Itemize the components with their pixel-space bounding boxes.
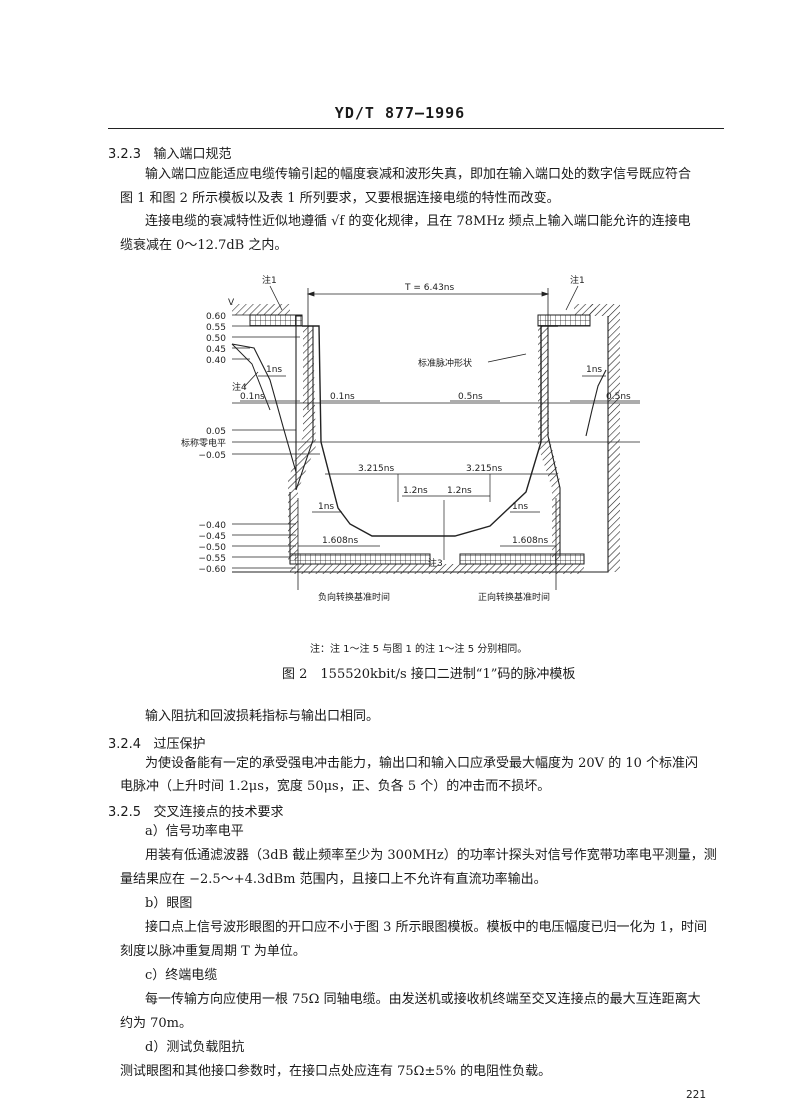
section-title: 过压保护	[153, 737, 206, 752]
negative-transition-reference-label: 负向转换基准时间	[318, 591, 390, 603]
period-label: T = 6.43ns	[404, 283, 455, 293]
y-tick-0.50: 0.50	[206, 334, 226, 344]
y-tick-0.60: 0.60	[206, 312, 226, 322]
time-1.608ns-left: 1.608ns	[322, 536, 358, 546]
time-1ns-lower-right: 1ns	[512, 502, 528, 512]
figure-annotations: 注1 注1 T = 6.43ns 标准脉冲形状 注4 注3 1ns 1ns 1n…	[232, 274, 631, 603]
paragraph-line: 为使设备能有一定的承受强电冲击能力，输出口和输入口应承受最大幅度为 20V 的 …	[145, 756, 699, 771]
y-axis-labels: V 0.60 0.55 0.50 0.45 0.40 0.05 标称零电平 −0…	[181, 298, 235, 575]
time-1ns-upper-left: 1ns	[266, 365, 282, 375]
section-number: 3.2.4	[108, 737, 142, 752]
section-number: 3.2.5	[108, 805, 142, 820]
note3-label: 注3	[428, 557, 443, 569]
paragraph-line: 连接电缆的衰减特性近似地遵循 √f 的变化规律，且在 78MHz 频点上输入端口…	[145, 214, 691, 229]
pulse-mask-figure: V 0.60 0.55 0.50 0.45 0.40 0.05 标称零电平 −0…	[181, 274, 640, 603]
subsection-c-title: c）终端电缆	[145, 968, 218, 983]
section-3-2-3-heading: 3.2.3 输入端口规范	[108, 143, 232, 162]
standard-pulse-label: 标准脉冲形状	[418, 357, 472, 369]
time-0.1ns-right: 0.1ns	[330, 392, 355, 402]
y-tick-minus-0.05: −0.05	[198, 451, 226, 461]
note1-left-label: 注1	[262, 274, 277, 286]
dimension-lines	[240, 288, 640, 547]
y-tick-minus-0.45: −0.45	[198, 532, 226, 542]
time-3.215ns-right: 3.215ns	[466, 464, 502, 474]
figure-caption: 图 2 155520kbit/s 接口二进制“1”码的脉冲模板	[282, 667, 576, 682]
y-tick-0.55: 0.55	[206, 323, 226, 333]
section-title: 交叉连接点的技术要求	[153, 805, 284, 820]
running-header: YD/T 877—1996	[334, 104, 466, 122]
y-tick-minus-0.50: −0.50	[198, 543, 226, 553]
note4-label: 注4	[232, 381, 247, 393]
time-3.215ns-left: 3.215ns	[358, 464, 394, 474]
y-tick-minus-0.55: −0.55	[198, 554, 226, 564]
paragraph-line: 电脉冲（上升时间 1.2μs，宽度 50μs，正、负各 5 个）的冲击而不损坏。	[120, 779, 551, 794]
paragraph-line: 每一传输方向应使用一根 75Ω 同轴电缆。由发送机或接收机终端至交叉连接点的最大…	[145, 992, 701, 1007]
paragraph-line: 测试眼图和其他接口参数时，在接口点处应连有 75Ω±5% 的电阻性负载。	[120, 1064, 552, 1079]
paragraph-line: 缆衰减在 0～12.7dB 之内。	[120, 238, 288, 253]
note1-right-label: 注1	[570, 274, 585, 286]
section-title: 输入端口规范	[153, 147, 232, 162]
paragraph-line: 用装有低通滤波器（3dB 截止频率至少为 300MHz）的功率计探头对信号作宽带…	[145, 848, 717, 863]
time-1.2ns-left: 1.2ns	[403, 486, 428, 496]
paragraph-line: 刻度以脉冲重复周期 T 为单位。	[120, 944, 306, 959]
time-1ns-lower-left: 1ns	[318, 502, 334, 512]
y-tick-zero-level: 标称零电平	[181, 437, 226, 449]
subsection-d-title: d）测试负载阻抗	[145, 1040, 245, 1055]
y-tick-0.05: 0.05	[206, 427, 226, 437]
header-rule	[108, 128, 724, 129]
time-1.2ns-right: 1.2ns	[447, 486, 472, 496]
time-1.608ns-right: 1.608ns	[512, 536, 548, 546]
subsection-a-title: a）信号功率电平	[145, 824, 244, 839]
figure-note: 注：注 1～注 5 与图 1 的注 1～注 5 分别相同。	[310, 644, 528, 655]
time-0.5ns-right: 0.5ns	[606, 392, 631, 402]
time-1ns-upper-right: 1ns	[586, 365, 602, 375]
paragraph-line: 约为 70m。	[120, 1016, 193, 1031]
section-3-2-5-heading: 3.2.5 交叉连接点的技术要求	[108, 801, 284, 820]
y-tick-0.45: 0.45	[206, 345, 226, 355]
subsection-b-title: b）眼图	[145, 896, 193, 911]
y-tick-0.40: 0.40	[206, 356, 226, 366]
section-3-2-4-heading: 3.2.4 过压保护	[108, 733, 206, 752]
mask-boundaries	[231, 304, 620, 590]
y-unit-label: V	[228, 298, 235, 308]
paragraph-line: 输入端口应能适应电缆传输引起的幅度衰减和波形失真，即加在输入端口处的数字信号既应…	[145, 167, 692, 182]
positive-transition-reference-label: 正向转换基准时间	[478, 591, 550, 603]
paragraph-line: 接口点上信号波形眼图的开口应不小于图 3 所示眼图模板。模板中的电压幅度已归一化…	[145, 920, 707, 935]
page-number: 221	[686, 1088, 706, 1101]
time-0.5ns-left: 0.5ns	[458, 392, 483, 402]
time-0.1ns-left: 0.1ns	[240, 392, 265, 402]
paragraph-line: 输入阻抗和回波损耗指标与输出口相同。	[145, 709, 380, 724]
y-tick-minus-0.40: −0.40	[198, 521, 226, 531]
paragraph-line: 量结果应在 −2.5～+4.3dBm 范围内，且接口上不允许有直流功率输出。	[120, 872, 547, 887]
section-number: 3.2.3	[108, 147, 142, 162]
y-tick-minus-0.60: −0.60	[198, 565, 226, 575]
paragraph-line: 图 1 和图 2 所示模板以及表 1 所列要求，又要根据连接电缆的特性而改变。	[120, 191, 560, 206]
